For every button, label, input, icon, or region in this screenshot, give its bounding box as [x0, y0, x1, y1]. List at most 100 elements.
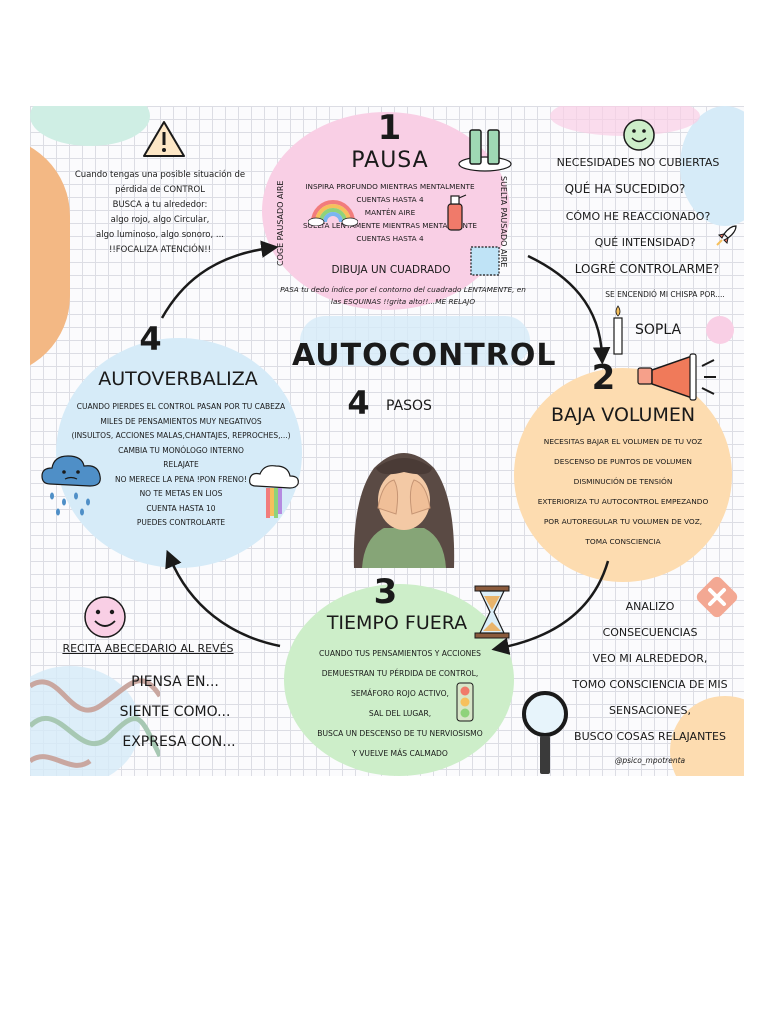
step3-line: BUSCA UN DESCENSO DE TU NERVIOSISMO: [317, 729, 483, 738]
step1-line: INSPIRA PROFUNDO MIENTRAS MENTALMENTE: [305, 182, 475, 191]
credit-text: @psico_mpotrenta: [614, 756, 686, 765]
step2-line: DESCENSO DE PUNTOS DE VOLUMEN: [554, 457, 692, 466]
step4-line: PUEDES CONTROLARTE: [136, 518, 226, 527]
needs-question: CÓMO HE REACCIONADO?: [565, 210, 711, 223]
step2-line: NECESITAS BAJAR EL VOLUMEN DE TU VOZ: [543, 437, 703, 446]
step2-line: POR AUTOREGULAR TU VOLUMEN DE VOZ,: [543, 517, 703, 526]
step2-line: TOMA CONSCIENCIA: [585, 537, 661, 546]
step1-note-line: las ESQUINAS !!grita alto!!...ME RELAJO: [330, 297, 476, 306]
step4-text: CUANDO PIERDES EL CONTROL PASAN POR TU C…: [58, 400, 304, 531]
squiggle-decoration: [30, 678, 160, 768]
step1-line: CUENTAS HASTA 4: [356, 195, 424, 204]
close-x-icon: [696, 576, 738, 618]
needs-title: NECESIDADES NO CUBIERTAS: [556, 156, 720, 169]
recita-line: PIENSA EN...: [131, 674, 219, 690]
step1-draw-label: DIBUJA UN CUADRADO: [331, 264, 451, 276]
analyze-line: TOMO CONSCIENCIA DE MIS: [572, 678, 728, 691]
poster: Cuando tengas una posible situación de p…: [30, 106, 744, 776]
step4-line: CUENTA HASTA 10: [146, 503, 216, 513]
step1-side-left: COGE PAUSADO AIRE: [276, 180, 285, 266]
needs-blow: SOPLA: [634, 322, 682, 338]
step4-line: NO TE METAS EN LIOS: [139, 489, 223, 498]
spray-icon: [447, 194, 467, 231]
warning-line: BUSCA a tu alrededor:: [112, 200, 208, 210]
step3-line: DEMUESTRAN TU PÉRDIDA DE CONTROL,: [321, 669, 479, 678]
step1-circle: [262, 112, 510, 310]
step2-line: EXTERIORIZA TU AUTOCONTROL EMPEZANDO: [537, 497, 709, 506]
square-stamp-icon: [470, 246, 500, 276]
blue-blob-top-right: [680, 106, 744, 226]
warning-icon: [143, 121, 185, 157]
blue-wave-center: [300, 316, 530, 366]
step4-line: CAMBIA TU MONÓLOGO INTERNO: [118, 445, 244, 455]
step1-line: CUENTAS HASTA 4: [356, 234, 424, 243]
warning-line: Cuando tengas una posible situación de: [74, 170, 246, 180]
step1-note-line: PASA tu dedo índice por el contorno del …: [280, 285, 526, 294]
step3-line: Y VUELVE MÁS CALMADO: [352, 749, 448, 758]
subtitle-number: 4: [347, 384, 371, 422]
step4-line: CUANDO PIERDES EL CONTROL PASAN POR TU C…: [76, 402, 286, 411]
step1-title: PAUSA: [351, 148, 429, 173]
step2-number: 2: [591, 358, 617, 398]
step3-number: 3: [373, 572, 399, 612]
analyze-line: SENSACIONES,: [609, 704, 691, 717]
rainbow-cloud-icon: [249, 465, 299, 518]
step4-number: 4: [139, 320, 163, 358]
analyze-line: CONSECUENCIAS: [602, 626, 698, 639]
arrow-4-to-1: [160, 240, 279, 319]
warning-line: !!FOCALIZA ATENCIÓN!!: [108, 245, 212, 255]
step3-title: TIEMPO FUERA: [326, 612, 468, 634]
subtitle-word: PASOS: [386, 398, 432, 414]
hourglass-icon: [474, 585, 510, 639]
step4-line: MILES DE PENSAMIENTOS MUY NEGATIVOS: [100, 416, 262, 426]
warning-text: Cuando tengas una posible situación de p…: [60, 168, 260, 258]
needs-question: QUÉ HA SUCEDIDO?: [564, 182, 686, 196]
recita-line: SIENTE COMO...: [119, 704, 231, 720]
rocket-icon: [716, 225, 737, 246]
cycle-arrows: [160, 240, 611, 655]
step3-text: CUANDO TUS PENSAMIENTOS Y ACCIONES DEMUE…: [292, 644, 508, 764]
arrow-1-to-2: [527, 254, 611, 365]
smiley-icon-top: [623, 119, 655, 151]
step1-note: PASA tu dedo índice por el contorno del …: [248, 284, 558, 308]
step1-line: SUELTA LENTAMENTE MIENTRAS MENTALMENTE: [302, 221, 478, 230]
main-title: AUTOCONTROL: [292, 338, 557, 373]
smiley-icon-bottom: [84, 596, 126, 638]
analyze-line: ANALIZO: [625, 600, 675, 613]
step3-circle: [284, 584, 514, 776]
analyze-line: BUSCO COSAS RELAJANTES: [574, 730, 726, 743]
step2-line: DISMINUCIÓN DE TENSIÓN: [573, 477, 673, 486]
warning-line: pérdida de CONTROL: [115, 185, 205, 195]
analyze-line: VEO MI ALREDEDOR,: [592, 652, 708, 665]
step2-text: NECESITAS BAJAR EL VOLUMEN DE TU VOZ DES…: [514, 432, 732, 552]
pink-dot: [706, 316, 734, 344]
step4-title: AUTOVERBALIZA: [98, 368, 258, 390]
traffic-light-icon: [456, 682, 474, 722]
step4-circle: [56, 338, 302, 568]
step4-line: RELAJATE: [163, 460, 199, 469]
magnifier-icon: [522, 691, 568, 774]
warning-line: algo luminoso, algo sonoro, ...: [96, 230, 224, 240]
storm-cloud-icon: [41, 455, 101, 516]
girl-covering-face-illustration: [353, 453, 455, 568]
step3-line: SEMÁFORO ROJO ACTIVO,: [351, 689, 449, 698]
recita-title: RECITA ABECEDARIO AL REVÉS: [62, 642, 234, 655]
step4-line: (INSULTOS, ACCIONES MALAS,CHANTAJES, REP…: [71, 431, 291, 440]
arrow-3-to-4: [165, 549, 281, 648]
step1-line: MANTÉN AIRE: [364, 208, 416, 217]
arrow-2-to-3: [491, 560, 610, 655]
needs-question: LOGRÉ CONTROLARME?: [574, 262, 720, 276]
step1-breathing-text: INSPIRA PROFUNDO MIENTRAS MENTALMENTE CU…: [292, 180, 488, 245]
step3-line: SAL DEL LUGAR,: [368, 709, 432, 718]
analyze-text: ANALIZO CONSECUENCIAS VEO MI ALREDEDOR, …: [560, 594, 740, 750]
step3-line: CUANDO TUS PENSAMIENTOS Y ACCIONES: [319, 649, 481, 658]
candle-icon: [613, 305, 623, 355]
rainbow-icon: [308, 200, 358, 226]
megaphone-icon: [637, 353, 716, 401]
warning-line: algo rojo, algo Circular,: [110, 215, 210, 225]
step1-number: 1: [377, 108, 403, 148]
needs-question: QUÉ INTENSIDAD?: [594, 236, 696, 249]
pause-icon: [458, 129, 512, 172]
step2-circle: [514, 368, 732, 582]
step2-title: BAJA VOLUMEN: [550, 404, 696, 426]
